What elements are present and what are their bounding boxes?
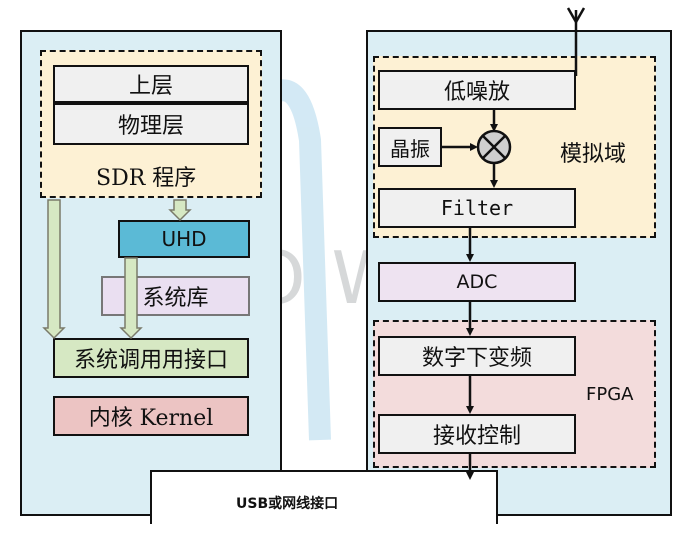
uhd-box: UHD [118,220,250,258]
crystal-box: 晶振 [378,127,442,167]
bus-connector [150,470,498,524]
syscall-interface-box: 系统调用用接口 [53,338,249,378]
bus-label: USB或网线接口 [236,496,339,512]
ddc-box: 数字下变频 [378,336,576,376]
fpga-label: FPGA [586,384,634,405]
rx-control-box: 接收控制 [378,414,576,454]
analog-domain-label: 模拟域 [560,142,627,167]
antenna-icon [566,7,586,28]
uhd-to-syscall-hollow-arrow [119,257,143,340]
filter-box: Filter [378,188,576,228]
sdr-program-label: SDR 程序 [96,166,197,191]
physical-layer-box: 物理层 [53,103,249,145]
upper-layer-box: 上层 [53,65,249,103]
sdr-to-syscall-hollow-arrow [42,199,66,340]
lna-box: 低噪放 [378,70,576,110]
kernel-box: 内核 Kernel [53,396,249,436]
sdr-to-uhd-hollow-arrow [168,199,192,222]
mixer-icon [476,129,512,165]
adc-box: ADC [378,262,576,302]
